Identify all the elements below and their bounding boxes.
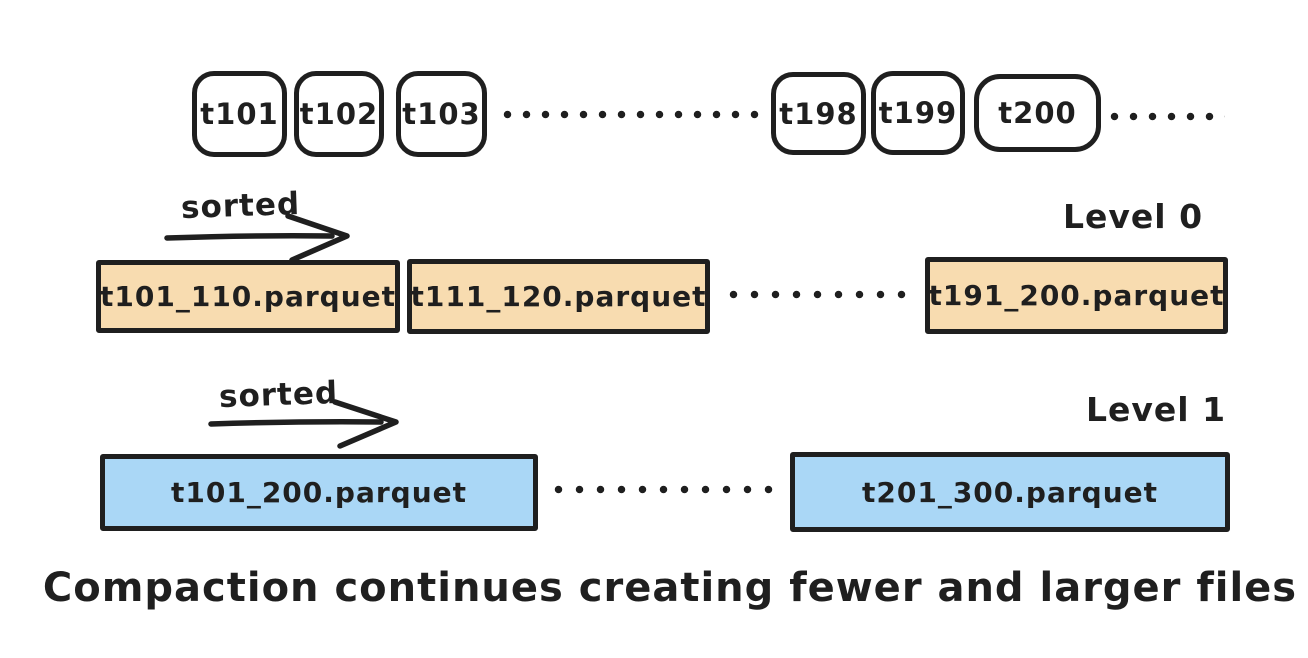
level0-file-box-3: t191_200.parquet bbox=[925, 257, 1228, 334]
sorted-arrow-icon bbox=[208, 399, 399, 449]
source-box-t200: t200 bbox=[974, 74, 1101, 152]
source-box-t103: t103 bbox=[396, 71, 487, 157]
ellipsis-dots-top-middle bbox=[503, 110, 766, 119]
level0-file-box-2: t111_120.parquet bbox=[407, 259, 710, 334]
level1-file-box-1: t101_200.parquet bbox=[100, 454, 538, 531]
level0-file-box-1: t101_110.parquet bbox=[96, 260, 400, 333]
level0-label: Level 0 bbox=[1063, 197, 1204, 236]
diagram-caption: Compaction continues creating fewer and … bbox=[42, 565, 1298, 611]
source-box-t101: t101 bbox=[192, 71, 287, 157]
source-box-t102: t102 bbox=[294, 71, 384, 157]
ellipsis-dots-top-right bbox=[1110, 112, 1225, 121]
sorted-arrow-icon bbox=[164, 213, 350, 263]
ellipsis-dots-level0 bbox=[729, 290, 917, 299]
source-box-t199: t199 bbox=[871, 71, 965, 155]
level1-file-box-2: t201_300.parquet bbox=[790, 452, 1230, 532]
level1-label: Level 1 bbox=[1086, 390, 1227, 429]
source-box-t198: t198 bbox=[771, 72, 866, 155]
ellipsis-dots-level1 bbox=[554, 485, 778, 494]
